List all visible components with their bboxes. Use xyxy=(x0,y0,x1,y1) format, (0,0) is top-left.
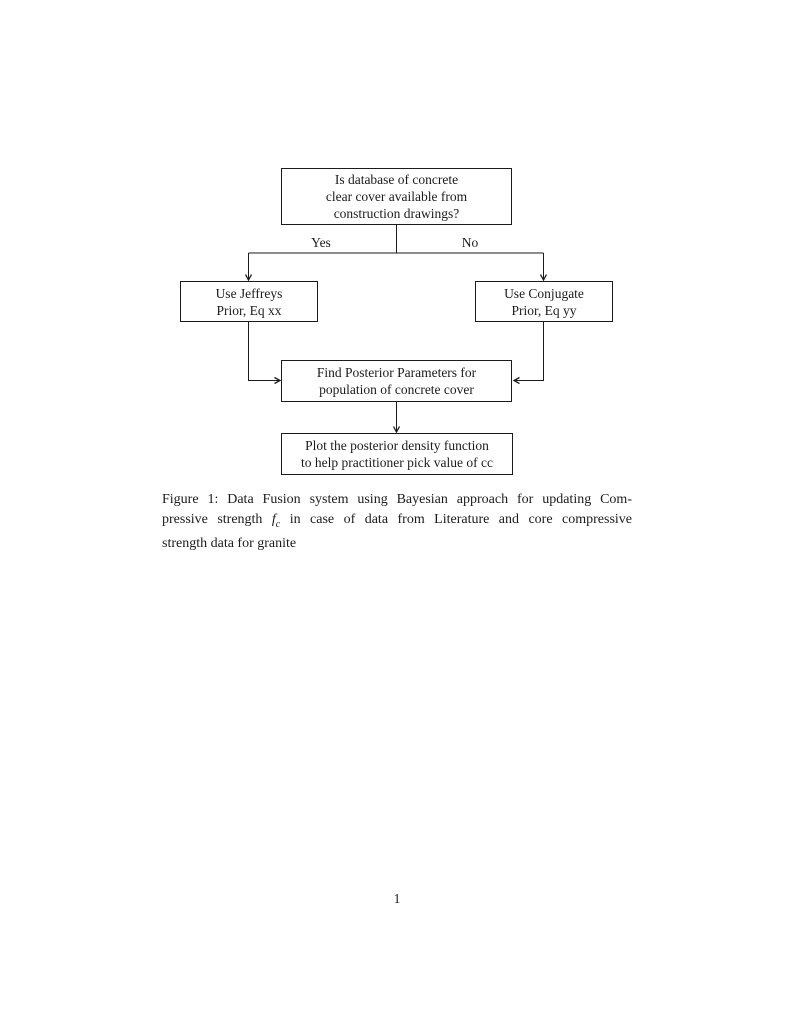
decision-box: Is database of concrete clear cover avai… xyxy=(281,168,512,225)
conjugate-prior-box: Use Conjugate Prior, Eq yy xyxy=(475,281,613,322)
caption-line-1: Figure 1: Data Fusion system using Bayes… xyxy=(162,492,632,507)
plot-density-box: Plot the posterior density function to h… xyxy=(281,433,513,475)
posterior-parameters-box: Find Posterior Parameters for population… xyxy=(281,360,512,402)
no-edge-label: No xyxy=(461,235,479,251)
fc-math-variable: f xyxy=(271,511,276,527)
fc-math-subscript: c xyxy=(275,518,281,530)
caption-line-3: strength data for granite xyxy=(162,535,297,551)
page-number: 1 xyxy=(393,891,401,906)
edge-jeffreys-posterior xyxy=(248,322,282,385)
jeffreys-prior-box: Use Jeffreys Prior, Eq xx xyxy=(180,281,318,322)
caption-line-2: pressive strength fc in case of data fro… xyxy=(162,511,632,530)
flowchart-connectors xyxy=(244,225,548,434)
yes-edge-label: Yes xyxy=(311,235,331,251)
edge-conjugate-posterior xyxy=(512,322,544,385)
edge-decision-split xyxy=(248,225,544,254)
figure-caption: Figure 1: Data Fusion system using Bayes… xyxy=(162,490,632,553)
